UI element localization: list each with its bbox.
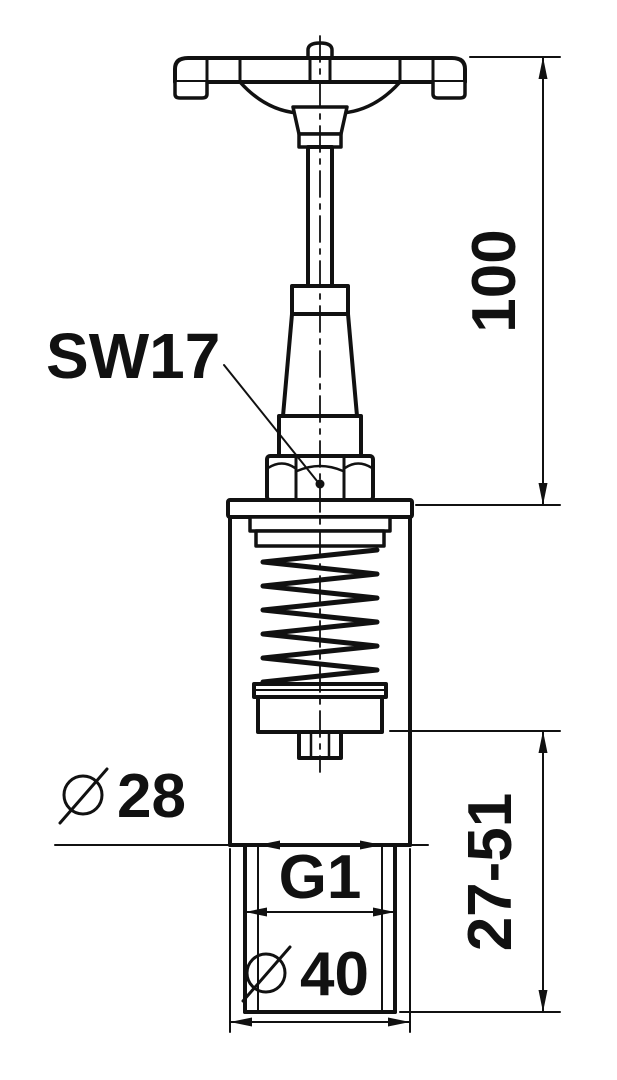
diameter-symbol — [245, 952, 287, 994]
arrowhead-right — [373, 907, 395, 917]
hex-chamfer-arc — [343, 462, 374, 470]
label-diameter-40: 40 — [300, 940, 369, 1009]
rim-end-right — [431, 80, 467, 100]
dimension-diameter-40 — [229, 848, 411, 1033]
arrowhead-right — [388, 1017, 410, 1027]
leader-sw17 — [223, 364, 325, 489]
arrowhead-down — [538, 990, 548, 1012]
handwheel — [173, 41, 467, 149]
label-thread-g1: G1 — [279, 843, 362, 912]
dimension-100 — [415, 56, 561, 506]
rim-end-left — [173, 80, 209, 100]
spring — [260, 547, 380, 685]
arrowhead-up — [538, 731, 548, 753]
diameter-symbol-slash — [241, 945, 292, 1003]
hex-chamfer-arc — [266, 462, 297, 470]
arrowhead-right — [360, 840, 382, 850]
spoke-left — [238, 80, 299, 115]
arrowhead-left — [245, 907, 267, 917]
label-height-100: 100 — [460, 229, 529, 332]
dimension-diameter-28 — [54, 767, 429, 850]
label-sw17: SW17 — [46, 320, 220, 392]
arrowhead-left — [230, 1017, 252, 1027]
spoke-right — [341, 80, 402, 115]
arrowhead-left — [258, 840, 280, 850]
label-range-27-51: 27-51 — [456, 793, 525, 952]
diameter-symbol — [62, 774, 104, 816]
dimension-g1 — [244, 907, 396, 917]
leader-line — [223, 364, 318, 482]
label-diameter-28: 28 — [117, 762, 186, 831]
diameter-symbol-slash — [58, 767, 109, 825]
leader-dot — [315, 479, 325, 489]
dimension-27-51 — [389, 730, 561, 1013]
arrowhead-down — [538, 483, 548, 505]
arrowhead-up — [538, 57, 548, 79]
